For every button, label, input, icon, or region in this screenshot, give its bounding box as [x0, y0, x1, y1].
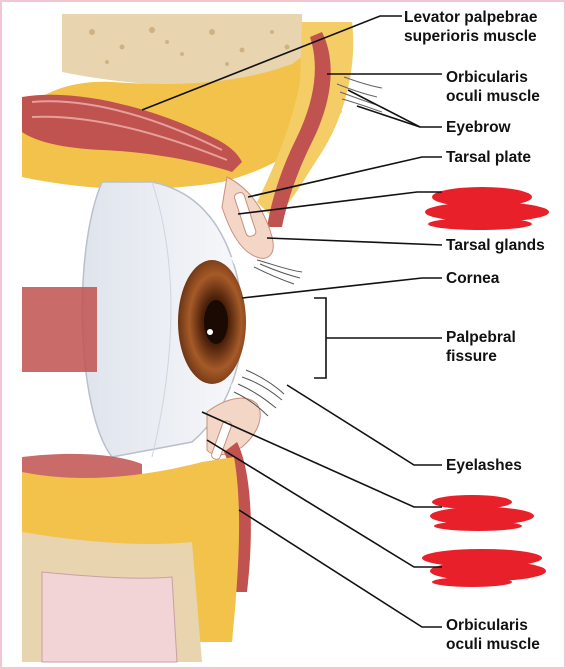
upper-lashes: [253, 259, 303, 285]
levator-muscle-shape: [22, 94, 242, 172]
orbital-roof-bone: [62, 14, 302, 87]
label-orbicularis-lower-line1: Orbicularis: [446, 617, 528, 634]
bone-texture: [89, 27, 290, 66]
label-eyebrow: Eyebrow: [446, 119, 511, 136]
label-palpebral-line1: Palpebral: [446, 329, 516, 346]
label-palpebral-fissure: Palpebral fissure: [446, 328, 516, 366]
label-levator-palpebrae: Levator palpebrae superioris muscle: [404, 8, 538, 46]
lateral-rectus: [22, 287, 97, 372]
label-eyelashes: Eyelashes: [446, 457, 522, 474]
redaction-mark-1: [425, 187, 549, 230]
label-orbicularis-upper: Orbicularis oculi muscle: [446, 68, 540, 106]
leader-lines: [141, 15, 443, 628]
lower-lashes: [233, 369, 285, 417]
label-tarsal-plate: Tarsal plate: [446, 149, 532, 166]
label-orbicularis-lower: Orbicularis oculi muscle: [446, 616, 540, 654]
label-cornea: Cornea: [446, 270, 500, 287]
label-levator-line2: superioris muscle: [404, 28, 537, 45]
label-orbicularis-upper-line2: oculi muscle: [446, 88, 540, 105]
maxillary-sinus: [41, 571, 178, 663]
label-levator-line1: Levator palpebrae: [404, 9, 538, 26]
label-orbicularis-lower-line2: oculi muscle: [446, 636, 540, 653]
label-tarsal-glands: Tarsal glands: [446, 237, 545, 254]
pupil: [204, 300, 228, 344]
label-palpebral-line2: fissure: [446, 348, 497, 365]
label-orbicularis-upper-line1: Orbicularis: [446, 69, 528, 86]
redaction-mark-2: [430, 495, 534, 531]
upper-orbicularis-shape: [267, 32, 331, 227]
upper-orbital-fat: [22, 42, 342, 189]
redaction-mark-3: [422, 549, 546, 587]
cornea-surface: [230, 256, 250, 388]
